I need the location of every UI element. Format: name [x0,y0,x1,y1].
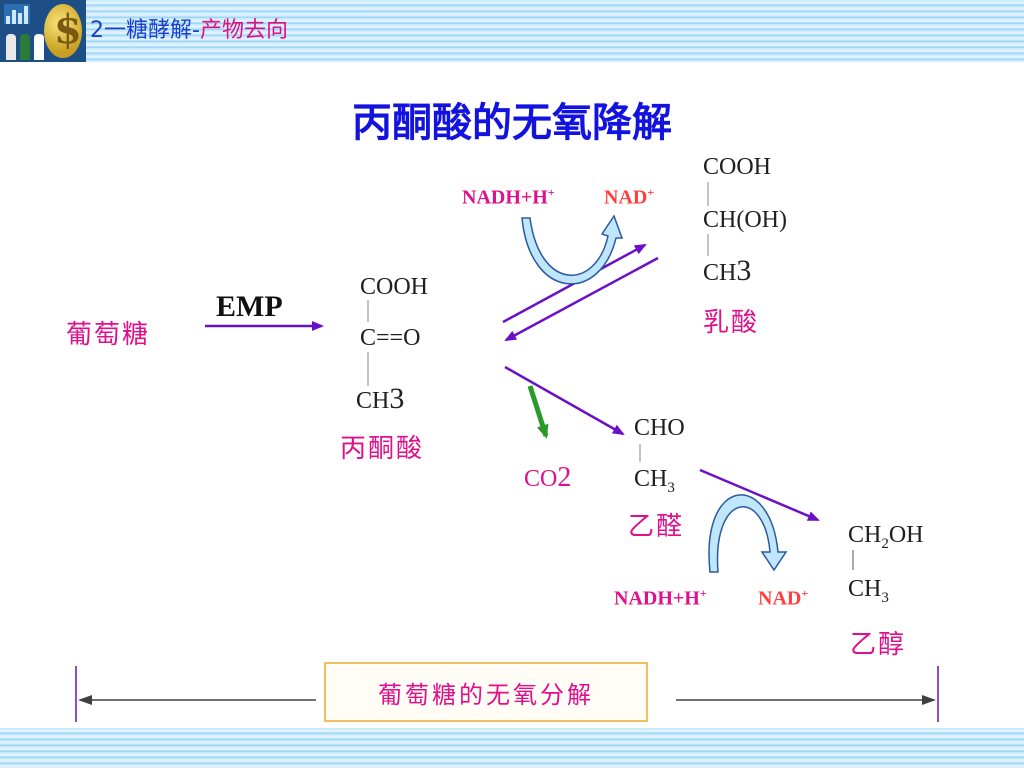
acetaldehyde-ch-sub: 3 [667,479,675,496]
ethanol-name: 乙醇 [850,630,907,660]
nadh-bottom-sup: + [699,586,707,600]
pyruvate-name: 丙酮酸 [340,434,425,464]
bottom-label-box: 葡萄糖的无氧分解 [324,662,648,722]
nad-top-text: NAD [604,186,648,209]
nad-top-sup: + [647,185,655,199]
person-icon [20,34,30,60]
bottom-label: 葡萄糖的无氧分解 [378,680,594,709]
nadh-top: NADH+H+ [462,185,555,210]
ethanol-ch3-sub: 3 [881,589,889,606]
pyruvate-line1: COOH [360,274,429,300]
co2-release-arrow [527,385,549,439]
person-icon [6,34,16,60]
ethanol-ch: CH [848,522,882,548]
nadh-top-sup: + [547,185,555,199]
person-icon [34,34,44,60]
acetaldehyde-name: 乙醛 [628,512,685,542]
to-ethanol-arrow [699,468,820,522]
pyruvate-ch: CH [356,388,390,414]
nadh-bottom-text: NADH+H [614,587,700,610]
acetaldehyde-line1: CHO [634,415,685,441]
nad-bottom-sup: + [801,586,809,600]
co2-main: CO [524,466,558,492]
nad-bottom: NAD+ [758,586,808,611]
lactate-line3: CH3 [703,254,751,288]
nadh-top-text: NADH+H [462,186,548,209]
glucose-label: 葡萄糖 [66,320,151,350]
ethanol-line2: CH3 [848,576,889,607]
header-title-part1: 2一糖酵解- [90,18,200,43]
pyruvate-line2: C==O [360,325,421,351]
ethanol-ch3: CH [848,576,882,602]
to-acetaldehyde-arrow [504,365,625,436]
header-title: 2一糖酵解-产物去向 [90,12,288,44]
nad-bottom-text: NAD [758,587,802,610]
lactate-ch-sub: 3 [736,254,752,287]
bar-chart-icon [4,4,30,24]
to-pyruvate-arrow [504,256,659,342]
header-band: $ 2一糖酵解-产物去向 [0,0,1024,62]
lactate-ch: CH [703,260,737,286]
lactate-name: 乳酸 [703,308,760,338]
pyruvate-ch-sub: 3 [389,382,405,415]
lactate-line2: CH(OH) [703,207,787,233]
header-title-part2: 产物去向 [199,18,288,43]
page-title: 丙酮酸的无氧降解 [352,100,672,146]
lactate-line1: COOH [703,154,772,180]
co2-label: CO2 [524,462,571,494]
nadh-to-nad-curved-arrow-top [521,214,624,285]
nad-top: NAD+ [604,185,654,210]
acetaldehyde-ch: CH [634,466,668,492]
pyruvate-line3: CH3 [356,382,404,416]
nadh-bottom: NADH+H+ [614,586,707,611]
dollar-icon: $ [54,6,82,53]
logo-icon: $ [0,0,86,62]
emp-label: EMP [216,290,283,323]
co2-sub: 2 [557,462,572,493]
footer-band [0,728,1024,768]
coin-icon [44,4,82,58]
ethanol-oh: OH [888,522,924,548]
acetaldehyde-line2: CH3 [634,466,675,497]
nadh-to-nad-curved-arrow-bottom [708,494,788,573]
ethanol-line1: CH2OH [848,522,924,553]
ethanol-ch-sub: 2 [881,535,889,552]
